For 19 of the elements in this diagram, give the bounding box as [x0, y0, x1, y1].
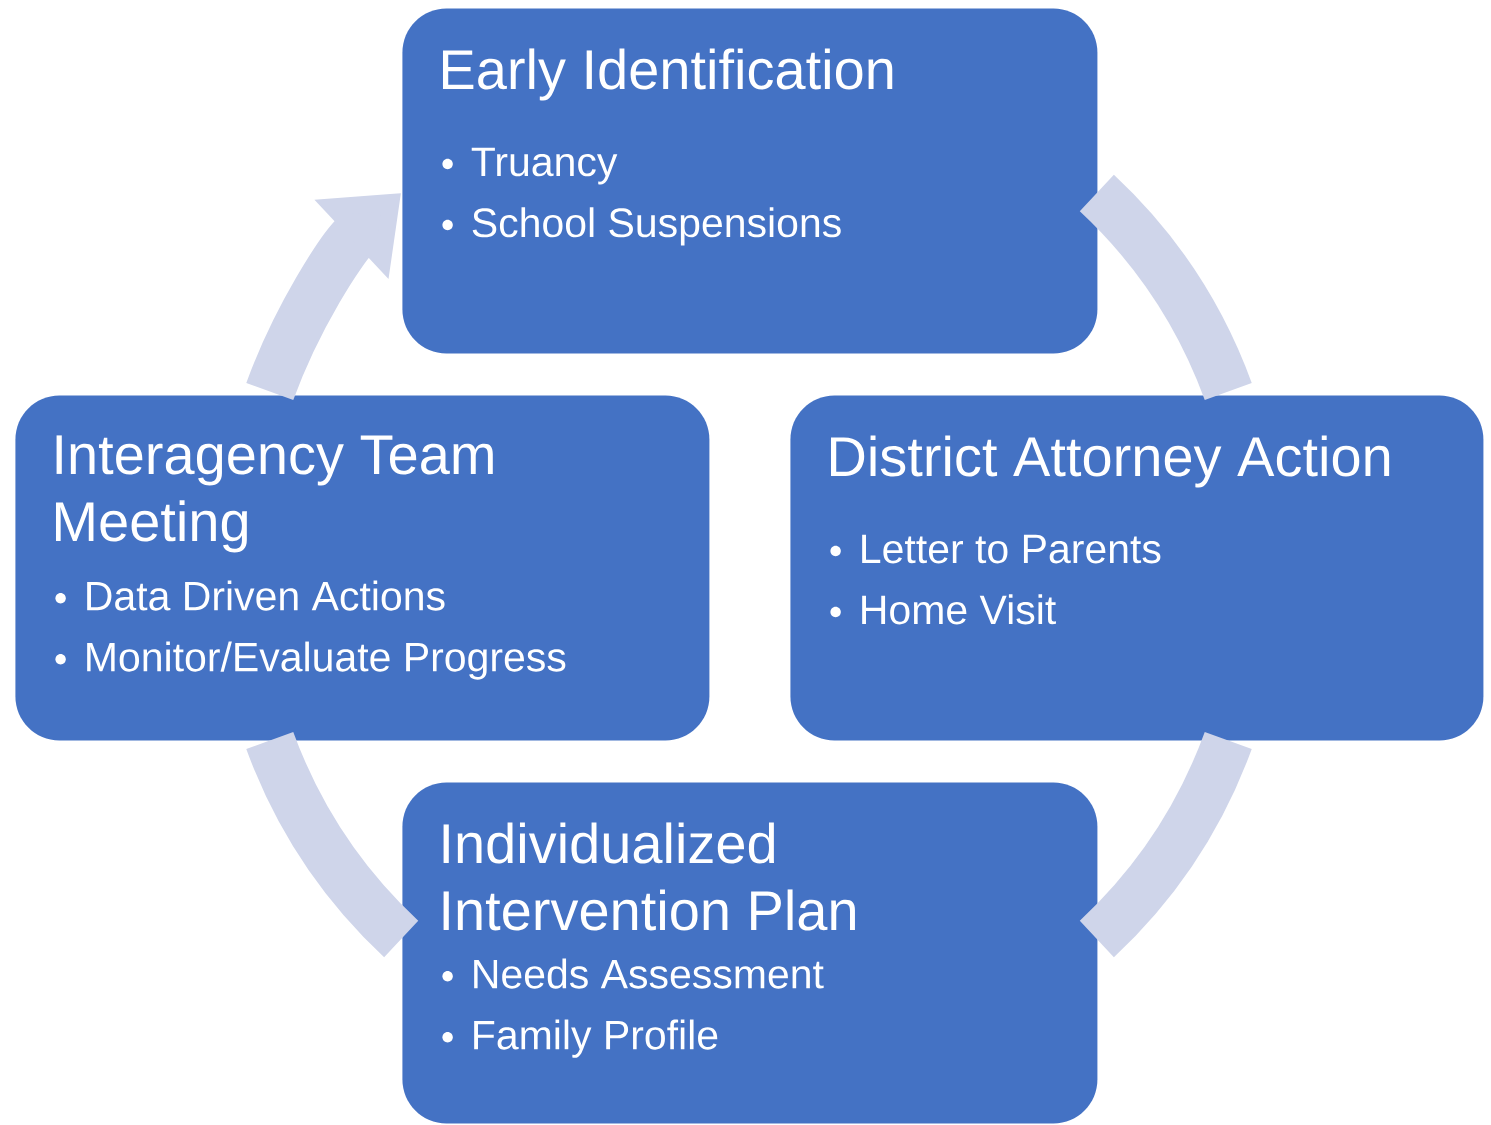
- box-heading: Early Identification: [443, 48, 893, 101]
- process-box: [790, 395, 1484, 741]
- box-heading: Interagency Team Meeting: [56, 435, 493, 553]
- bullet-text: Truancy: [471, 147, 618, 185]
- bullet-text: Home Visit: [862, 594, 1056, 625]
- bullet-text: School Suspensions: [472, 207, 841, 246]
- bullet-text: Needs Assessment: [474, 958, 824, 989]
- cycle-band: [246, 731, 419, 957]
- bullet-text: Letter to Parents: [862, 534, 1161, 564]
- bullet-text: Monitor/Evaluate Progress: [87, 641, 566, 680]
- box-heading: District Attorney Action: [831, 435, 1390, 488]
- cycle-band: [1079, 175, 1252, 401]
- process-box: [15, 395, 710, 741]
- process-box: [402, 8, 1098, 354]
- box-heading: Individualized Intervention Plan: [443, 822, 855, 931]
- process-box: [402, 782, 1098, 1124]
- cycle-band: [1079, 731, 1252, 957]
- bullet-text: Family Profile: [474, 1019, 718, 1058]
- bullet-text: Data Driven Actions: [87, 580, 445, 611]
